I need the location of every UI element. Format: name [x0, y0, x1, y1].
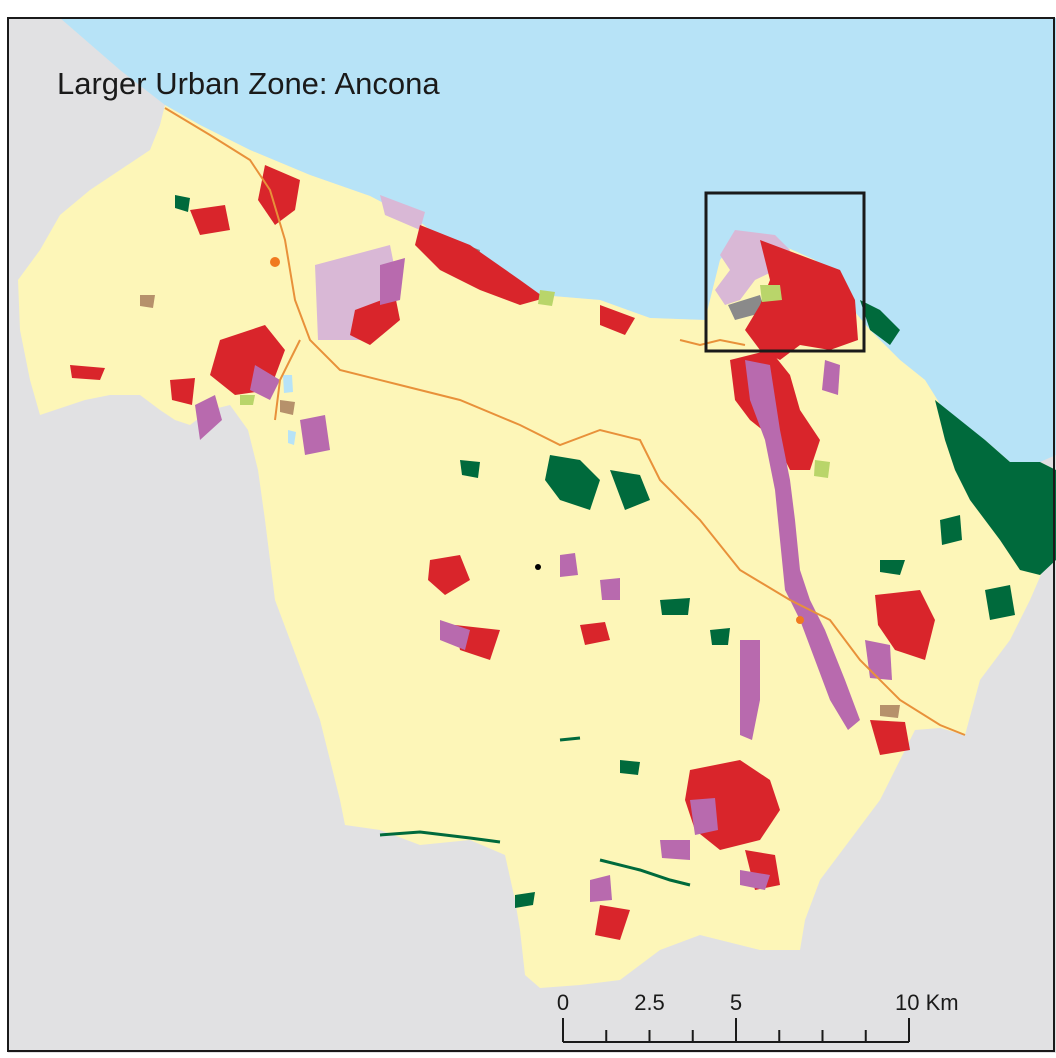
orange-facility — [270, 257, 280, 267]
forest-strip — [599, 858, 691, 887]
scale-bar-label: 5 — [730, 990, 742, 1015]
industrial-commercial — [660, 840, 690, 860]
map-title: Larger Urban Zone: Ancona — [57, 66, 440, 101]
green-urban-area — [760, 285, 782, 302]
industrial-commercial — [380, 258, 405, 305]
industrial-commercial — [250, 365, 280, 400]
green-urban-area — [538, 290, 555, 306]
port-area — [315, 245, 395, 340]
forest — [620, 760, 640, 775]
urban-fabric — [875, 590, 935, 660]
forest — [880, 560, 905, 575]
forest — [710, 628, 730, 645]
forest — [175, 195, 190, 212]
forest — [460, 460, 480, 478]
urban-fabric — [170, 378, 195, 405]
industrial-commercial — [865, 640, 892, 680]
industrial-commercial — [300, 415, 330, 455]
urban-fabric — [415, 225, 545, 305]
urban-fabric — [190, 205, 230, 235]
forest — [985, 585, 1015, 620]
forest-strip — [379, 830, 501, 844]
scale-bar-label: 10 Km — [895, 990, 959, 1015]
industrial-commercial — [440, 620, 470, 650]
urban-fabric — [428, 555, 470, 595]
port-area — [380, 195, 425, 230]
urban-fabric — [580, 622, 610, 645]
urban-fabric — [70, 365, 105, 380]
map-border — [7, 17, 1055, 1052]
forest — [935, 400, 1056, 575]
forest — [610, 470, 650, 510]
forest — [860, 300, 900, 345]
forest — [515, 892, 535, 908]
water-feature — [288, 430, 296, 445]
industrial-commercial — [740, 870, 770, 890]
scale-bar-label: 2.5 — [634, 990, 665, 1015]
brown-area — [280, 400, 295, 415]
road-network — [164, 107, 966, 736]
industrial-commercial — [560, 553, 578, 577]
green-urban-area — [814, 460, 830, 478]
urban-fabric — [595, 905, 630, 940]
scale-bar-label: 0 — [557, 990, 569, 1015]
industrial-commercial — [590, 875, 612, 902]
road — [274, 339, 301, 421]
water-feature — [283, 375, 293, 393]
industrial-commercial — [740, 640, 760, 740]
forest — [940, 515, 962, 545]
motorway — [164, 107, 966, 736]
scale-bar: 0 2.5 5 10 Km — [557, 990, 959, 1043]
brown-area — [880, 705, 900, 718]
urban-fabric — [258, 165, 300, 225]
industrial-commercial — [195, 395, 222, 440]
forest — [545, 455, 600, 510]
urban-fabric — [870, 720, 910, 755]
forest — [660, 598, 690, 615]
green-urban-area — [240, 395, 255, 405]
industrial-commercial — [822, 360, 840, 395]
brown-area — [140, 295, 155, 308]
orange-facility — [796, 616, 804, 624]
sea-area — [60, 18, 1056, 462]
forest-strip — [559, 736, 581, 742]
industrial-commercial — [690, 798, 718, 835]
urban-fabric — [745, 240, 858, 360]
industrial-commercial — [600, 578, 620, 600]
road — [679, 338, 746, 347]
industrial-commercial — [745, 360, 860, 730]
land-use-features — [70, 165, 1056, 940]
urban-fabric — [600, 305, 635, 335]
urban-fabric — [350, 295, 400, 345]
point-marker — [535, 564, 541, 570]
inset-extent-box — [704, 191, 866, 353]
